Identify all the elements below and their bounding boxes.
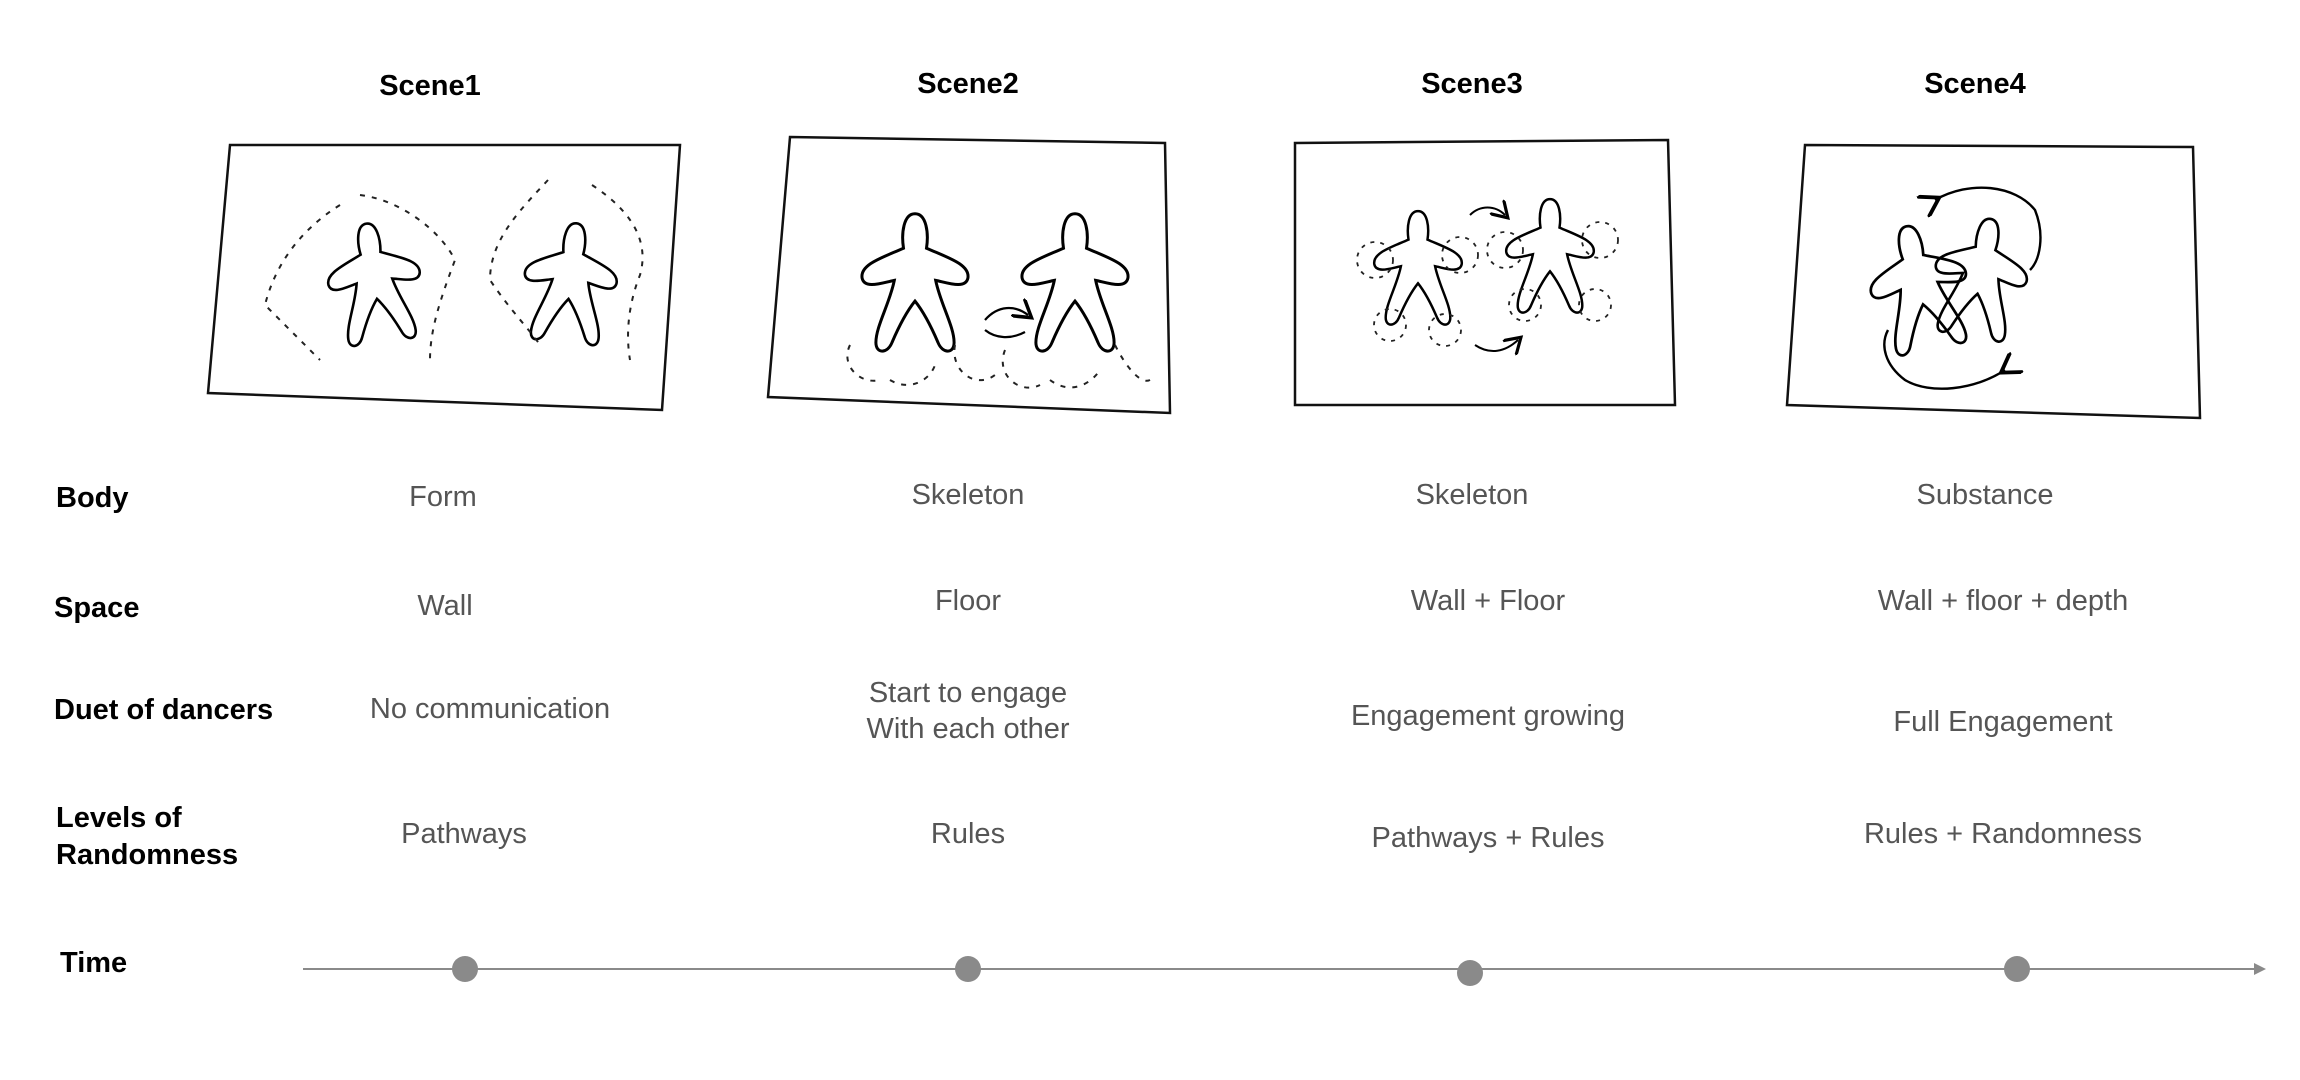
duet-scene2: Start to engage With each other xyxy=(866,677,1070,745)
space-scene4: Wall + floor + depth xyxy=(1877,585,2129,617)
randomness-scene4: Rules + Randomness xyxy=(1863,818,2143,850)
timeline xyxy=(303,956,2266,986)
duet-scene3: Engagement growing xyxy=(1350,700,1626,732)
timeline-dot-scene1 xyxy=(452,956,478,982)
body-scene4: Substance xyxy=(1916,479,2054,511)
row-label-space: Space xyxy=(54,592,140,624)
timeline-dot-scene3 xyxy=(1457,960,1483,986)
randomness-scene3: Pathways + Rules xyxy=(1371,822,1605,854)
scene3-title: Scene3 xyxy=(1421,68,1523,100)
scene4-sketch xyxy=(1785,143,2202,420)
scene1-title: Scene1 xyxy=(379,70,481,102)
body-scene1: Form xyxy=(409,481,477,513)
duet-scene1: No communication xyxy=(369,693,611,725)
space-scene3: Wall + Floor xyxy=(1410,585,1566,617)
row-label-time: Time xyxy=(60,947,128,979)
timeline-dot-scene2 xyxy=(955,956,981,982)
scene1-sketch xyxy=(206,143,682,412)
row-label-body: Body xyxy=(56,482,129,514)
duet-scene4: Full Engagement xyxy=(1893,706,2113,738)
scene4-title: Scene4 xyxy=(1924,68,2026,100)
randomness-scene1: Pathways xyxy=(401,818,527,850)
scene2-title: Scene2 xyxy=(917,68,1019,100)
scene2-sketch xyxy=(766,135,1172,415)
row-label-duet: Duet of dancers xyxy=(54,694,274,726)
timeline-dot-scene4 xyxy=(2004,956,2030,982)
randomness-scene2: Rules xyxy=(930,818,1006,850)
space-scene2: Floor xyxy=(934,585,1002,617)
body-scene2: Skeleton xyxy=(911,479,1025,511)
scene3-sketch xyxy=(1293,138,1677,407)
timeline-arrowhead xyxy=(2254,963,2266,975)
body-scene3: Skeleton xyxy=(1415,479,1529,511)
space-scene1: Wall xyxy=(417,590,473,622)
row-label-randomness: Levels of Randomness xyxy=(56,802,239,871)
